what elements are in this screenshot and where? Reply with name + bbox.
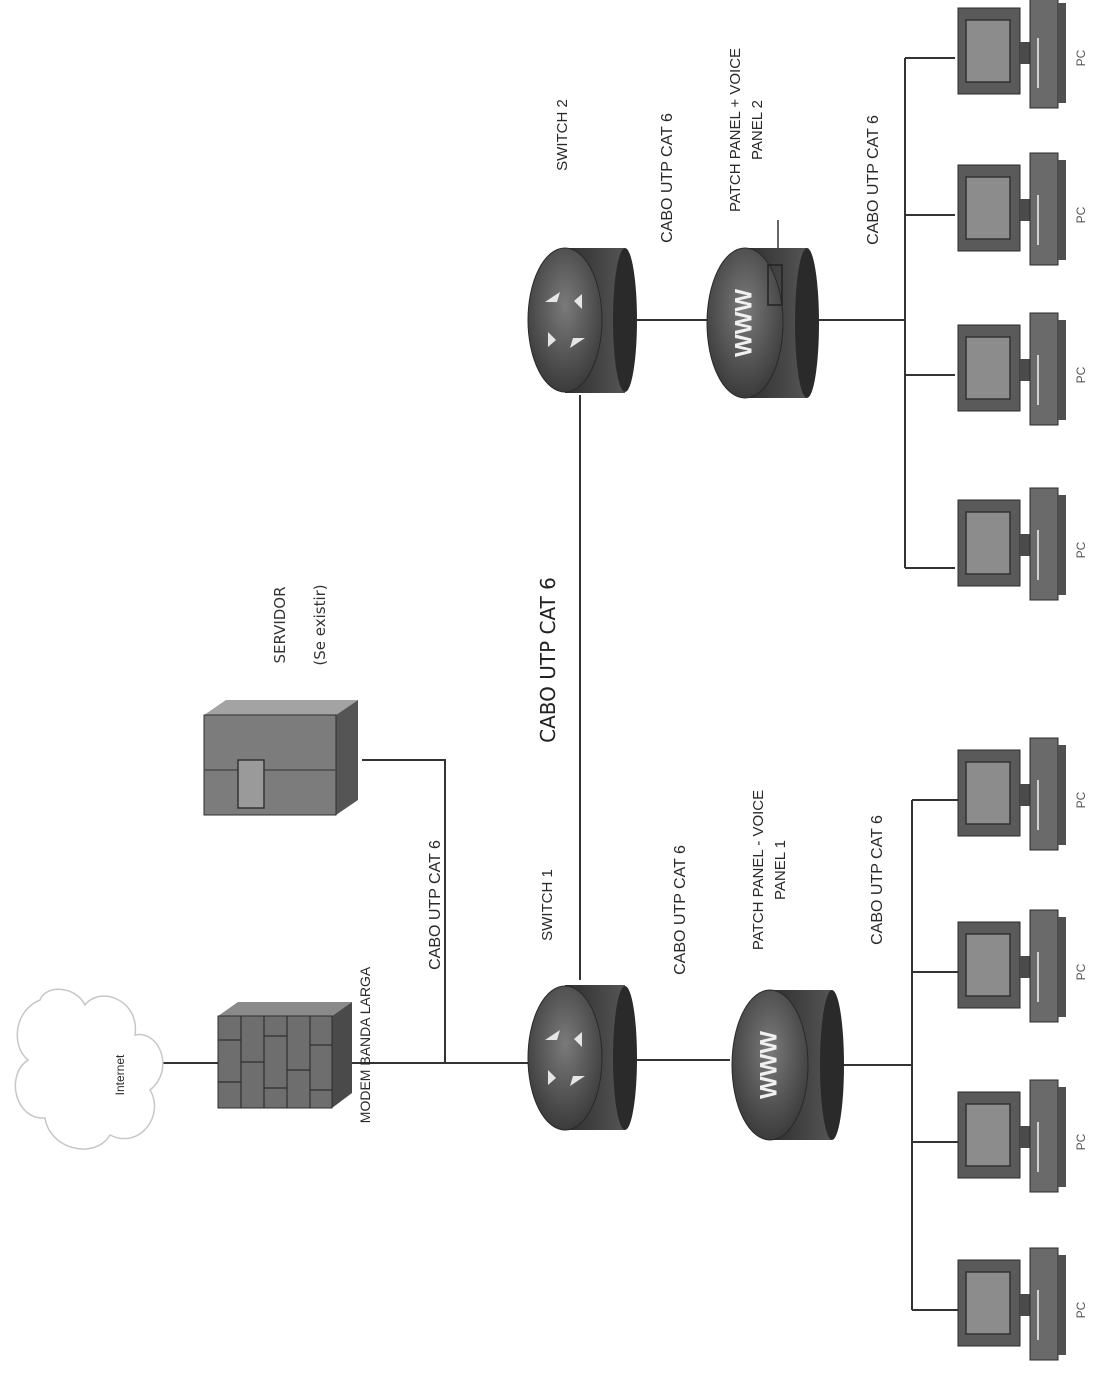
switch-1-label: SWITCH 1	[539, 869, 556, 941]
cable-label-switch1-switch2: CABO UTP CAT 6	[536, 577, 560, 743]
switch-1-icon	[527, 985, 637, 1131]
pc-label: PC	[1074, 541, 1088, 558]
internet-cloud: Internet	[14, 988, 164, 1150]
cable-label-modem-server: CABO UTP CAT 6	[427, 840, 444, 970]
patch-panel-2-icon: WWW	[706, 247, 819, 399]
pc-label: PC	[1074, 1301, 1088, 1318]
modem-icon	[217, 1002, 352, 1109]
cable-label-patch2-pcs: CABO UTP CAT 6	[865, 115, 882, 245]
pc-icon: PC	[957, 152, 1088, 266]
pc-icon: PC	[957, 737, 1088, 851]
patch-panel-1-www: WWW	[755, 1031, 782, 1099]
pc-group: PC PC PC PC PC PC PC PC	[957, 0, 1088, 1361]
cable-label-patch1-pcs: CABO UTP CAT 6	[869, 815, 886, 945]
server-label: SERVIDOR	[271, 586, 289, 663]
server-note: (Se existir)	[311, 584, 329, 665]
pc-label: PC	[1074, 366, 1088, 383]
pc-icon: PC	[957, 487, 1088, 601]
pc-icon: PC	[957, 0, 1088, 109]
connections	[130, 57, 960, 1311]
switch-2-icon	[527, 247, 637, 393]
switch-2-label: SWITCH 2	[554, 99, 571, 171]
pc-label: PC	[1074, 963, 1088, 980]
patch-panel-2-label-2: PANEL 2	[749, 100, 766, 160]
pc-label: PC	[1074, 1133, 1088, 1150]
patch-panel-1-icon: WWW	[731, 989, 844, 1141]
modem-label: MODEM BANDA LARGA	[357, 966, 373, 1123]
wire-server-branch	[362, 759, 446, 1063]
pc-label: PC	[1074, 791, 1088, 808]
pc-icon: PC	[957, 909, 1088, 1023]
cable-label-switch2-patch2: CABO UTP CAT 6	[659, 113, 676, 243]
server-icon	[203, 700, 358, 816]
pc-icon: PC	[957, 312, 1088, 426]
patch-panel-1-label-2: PANEL 1	[772, 840, 789, 900]
pc-icon: PC	[957, 1079, 1088, 1193]
internet-label: Internet	[113, 1054, 127, 1095]
pc-label: PC	[1074, 206, 1088, 223]
patch-panel-2-label-1: PATCH PANEL + VOICE	[727, 48, 744, 212]
cable-label-switch1-patch1: CABO UTP CAT 6	[672, 845, 689, 975]
patch-panel-1-label-1: PATCH PANEL - VOICE	[750, 790, 767, 950]
pc-icon: PC	[957, 1247, 1088, 1361]
patch-panel-2-www: WWW	[730, 289, 757, 357]
pc-label: PC	[1074, 49, 1088, 66]
